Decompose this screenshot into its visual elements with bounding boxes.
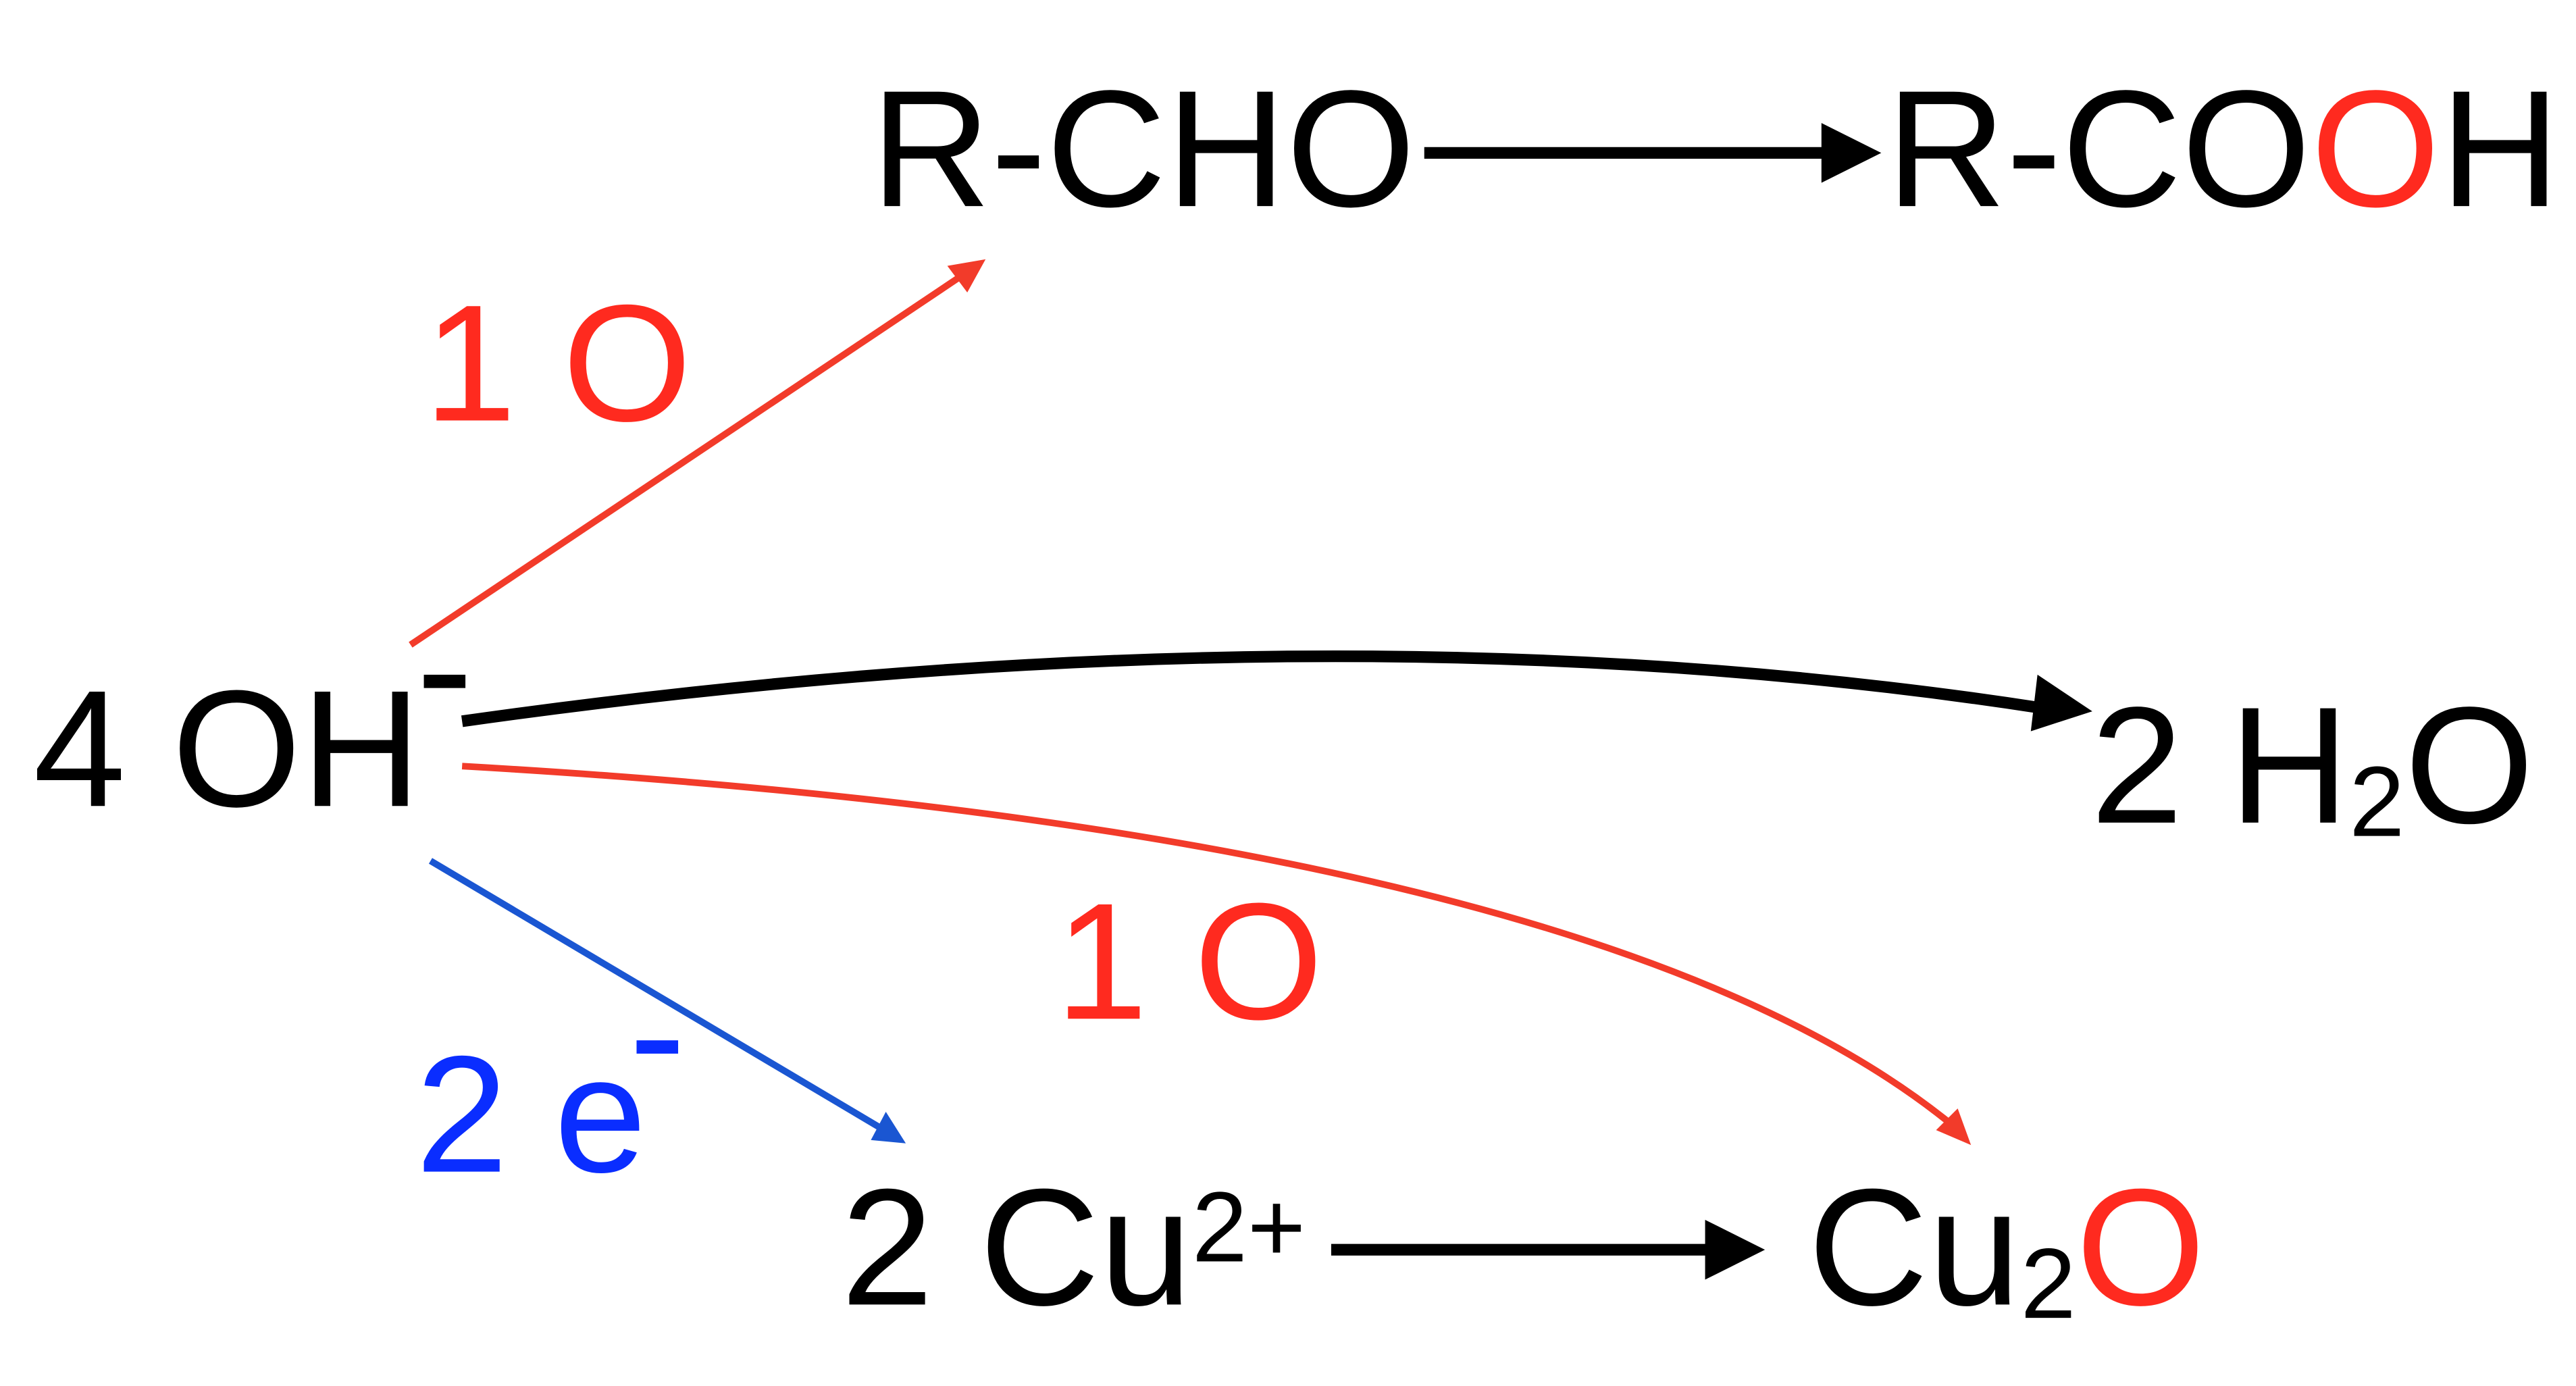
oxygen-transfer-label-bottom: 1 O [1056,869,1324,1054]
water-formation-arrow [461,650,2092,732]
oxygen-transfer-label-top: 1 O [424,270,692,456]
carboxylic-acid-label: R-COOH [1886,56,2560,242]
water-label: 2 H2O [2090,673,2533,858]
reduction-arrow [1331,1219,1766,1280]
electrons-label: 2 e [415,1022,646,1208]
oxygen-arrow-to-aldehyde [409,259,986,648]
electron-charge [636,1040,679,1054]
oxygen-arrow-to-cu2o [461,763,1972,1146]
electron-transfer-arrow [428,858,906,1144]
cuprous-oxide-label: Cu2O [1808,1154,2205,1340]
hydroxide-charge [423,674,466,688]
aldehyde-label: R-CHO [871,56,1415,242]
copper-ion-label: 2 Cu2+ [841,1154,1306,1340]
oxidation-arrow [1424,123,1882,183]
hydroxide-label: 4 OH [33,656,421,842]
